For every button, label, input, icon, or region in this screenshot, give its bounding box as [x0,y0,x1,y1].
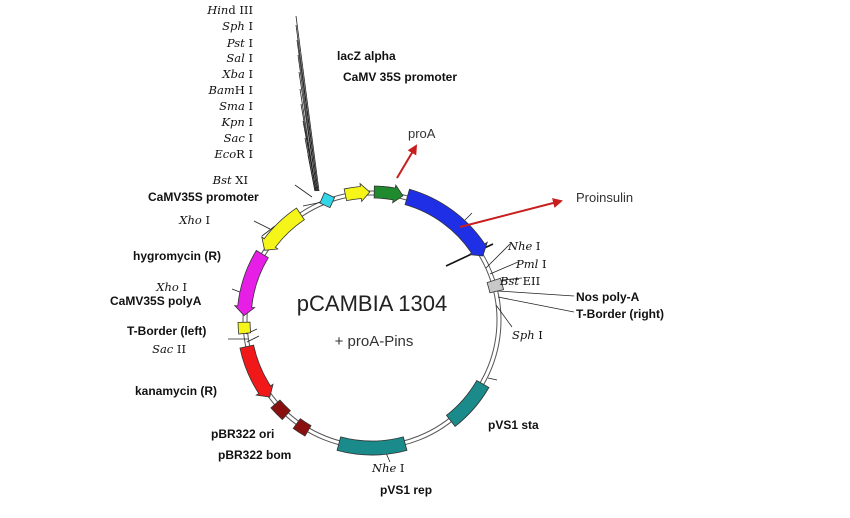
restriction-site-label: Nhe I [507,239,540,253]
restriction-site-label: EcoR I [213,147,253,161]
label-pbr322-ori: pBR322 ori [211,427,274,441]
restriction-site-label: Sph I [222,19,253,33]
restriction-site-label: Kpn I [220,115,253,129]
restriction-site-label: Sal I [226,51,253,65]
label-t-border-left: T-Border (left) [127,324,206,338]
label-pvs1-rep: pVS1 rep [380,483,432,497]
camv35s-polya-box [237,321,252,335]
pvs1-rep-arrow [336,436,408,456]
restriction-site-label: Bst XI [212,173,248,187]
label-t-border-right: T-Border (right) [576,307,664,321]
kanamycin-arrow [239,344,274,398]
restriction-site-label: Sac II [152,342,186,356]
label-proinsulin: Proinsulin [576,190,633,205]
plasmid-insert: + proA-Pins [335,333,414,350]
pbr322-bom-box [292,418,312,437]
restriction-site-label: Sph I [512,328,543,342]
feature-arrows [233,182,505,456]
restriction-site-label: Nhe I [371,461,404,475]
label-camv35s-promoter-left: CaMV35S promoter [148,190,259,204]
proinsulin-arrow-segment [404,188,488,257]
restriction-site-label: Bst EII [499,274,540,288]
restriction-site-label: Pst I [226,36,253,50]
nos-polya-box [486,277,505,294]
pvs1-sta-arrow [445,379,490,427]
label-camv35s-polya: CaMV35S polyA [110,294,202,308]
restriction-site-label: Pml I [515,257,547,271]
restriction-site-label: Xba I [221,67,253,81]
restriction-site-label: Hind III [206,3,253,17]
hygromycin-arrow [233,249,269,317]
lacz-alpha-arrow [319,192,336,209]
restriction-site-label: Xho I [178,213,210,227]
label-nos-polya: Nos poly-A [576,290,640,304]
pbr322-ori-box [270,399,291,421]
restriction-site-label: Sma I [219,99,253,113]
label-camv35s-promoter-top: CaMV 35S promoter [343,70,457,84]
label-pvs1-sta: pVS1 sta [488,418,539,432]
proa-arrow [396,144,418,179]
label-pbr322-bom: pBR322 bom [218,448,291,462]
plasmid-title: pCAMBIA 1304 [297,291,447,316]
label-lacz-alpha: lacZ alpha [337,49,396,63]
camv35s-promoter-arrow [343,182,371,203]
restriction-site-label: Sac I [224,131,253,145]
proa-arrow-segment [373,184,404,204]
proinsulin-arrow [459,198,563,228]
label-hygromycin: hygromycin (R) [133,249,221,263]
restriction-site-label: Xho I [155,280,187,294]
label-kanamycin: kanamycin (R) [135,384,217,398]
label-proa: proA [408,126,436,141]
camv35s-promoter-left-arrow [261,207,305,251]
restriction-site-label: BamH I [208,83,253,97]
